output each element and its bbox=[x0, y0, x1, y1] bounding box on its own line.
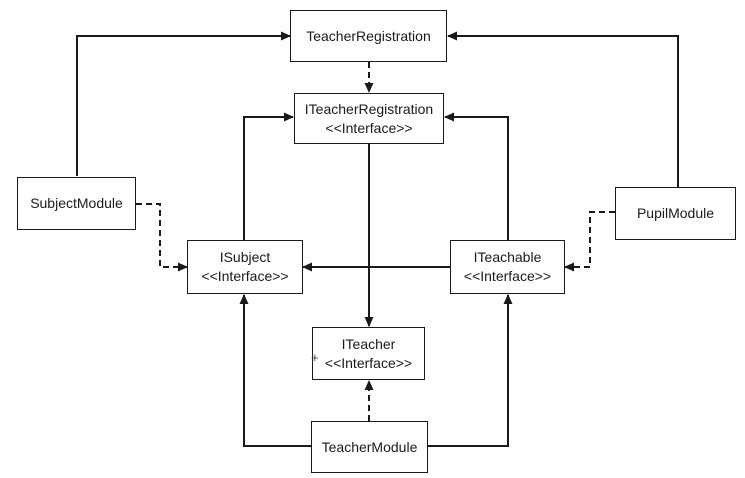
subject-module-name: SubjectModule bbox=[30, 195, 123, 211]
teacher-module-name: TeacherModule bbox=[321, 438, 418, 455]
iteacher-stereotype: <<Interface>> bbox=[324, 354, 413, 371]
isubject-name: ISubject bbox=[219, 249, 271, 265]
edge-isubject-to-iteacherregistration bbox=[243, 112, 294, 240]
edge-subjectmodule-to-teacherregistration bbox=[76, 31, 291, 176]
iteacher-registration-name: ITeacherRegistration bbox=[304, 100, 434, 117]
edge-subjectmodule-to-isubject bbox=[136, 203, 188, 272]
teacher-registration-name: TeacherRegistration bbox=[306, 27, 431, 44]
iteachable-stereotype: <<Interface>> bbox=[463, 268, 552, 284]
isubject-box: ISubject <<Interface>> bbox=[187, 240, 303, 294]
iteachable-name: ITeachable bbox=[473, 249, 542, 265]
edge-teachermodule-to-isubject bbox=[239, 294, 311, 447]
edge-iteachable-to-iteacherregistration bbox=[444, 112, 509, 240]
iteacher-box: ITeacher <<Interface>> bbox=[312, 327, 425, 380]
crosshair-cursor-icon: + bbox=[311, 350, 319, 365]
iteacher-registration-box: ITeacherRegistration <<Interface>> bbox=[294, 93, 444, 144]
edge-pupilmodule-to-iteachable bbox=[564, 211, 615, 272]
iteacher-name: ITeacher bbox=[341, 335, 396, 352]
teacher-module-box: TeacherModule bbox=[311, 421, 428, 473]
subject-module-box: SubjectModule bbox=[17, 177, 136, 230]
edge-teachermodule-to-iteachable bbox=[427, 294, 513, 447]
edge-pupilmodule-to-teacherregistration bbox=[447, 31, 679, 187]
teacher-registration-box: TeacherRegistration bbox=[290, 10, 447, 62]
pupil-module-name: PupilModule bbox=[636, 205, 715, 221]
iteachable-box: ITeachable <<Interface>> bbox=[450, 240, 565, 294]
isubject-stereotype: <<Interface>> bbox=[201, 268, 289, 284]
pupil-module-box: PupilModule bbox=[615, 187, 736, 240]
iteacher-registration-stereotype: <<Interface>> bbox=[325, 119, 413, 136]
